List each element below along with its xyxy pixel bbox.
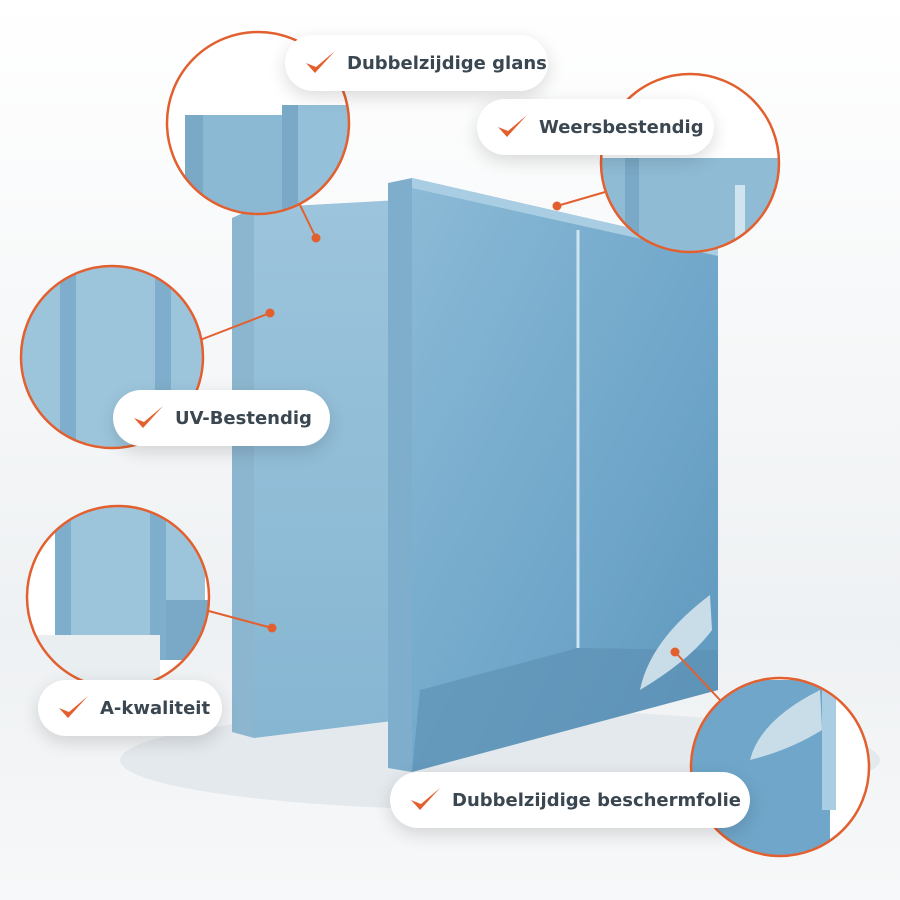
zoom-circle-foil	[689, 676, 871, 858]
leader-lines	[199, 189, 721, 701]
feature-pill-gloss: Dubbelzijdige glans	[285, 35, 548, 91]
back-acrylic-sheet	[232, 200, 400, 738]
feature-pill-foil: Dubbelzijdige beschermfolie	[390, 772, 750, 828]
marker-dots	[265, 201, 680, 657]
check-icon	[411, 788, 440, 810]
check-icon	[306, 51, 335, 73]
feature-label: Dubbelzijdige beschermfolie	[452, 789, 742, 811]
check-icon	[59, 696, 88, 718]
peeled-foil-corner	[640, 595, 712, 690]
feature-pill-weather: Weersbestendig	[477, 99, 714, 155]
check-icon	[498, 115, 527, 137]
check-icon	[134, 406, 163, 428]
feature-label: Dubbelzijdige glans	[347, 52, 547, 74]
feature-label: UV-Bestendig	[175, 407, 312, 429]
feature-pill-uv: UV-Bestendig	[113, 390, 330, 446]
feature-label: Weersbestendig	[539, 116, 704, 138]
feature-label: A-kwaliteit	[100, 697, 211, 719]
front-acrylic-sheet	[388, 178, 718, 772]
feature-pill-quality: A-kwaliteit	[38, 680, 222, 736]
